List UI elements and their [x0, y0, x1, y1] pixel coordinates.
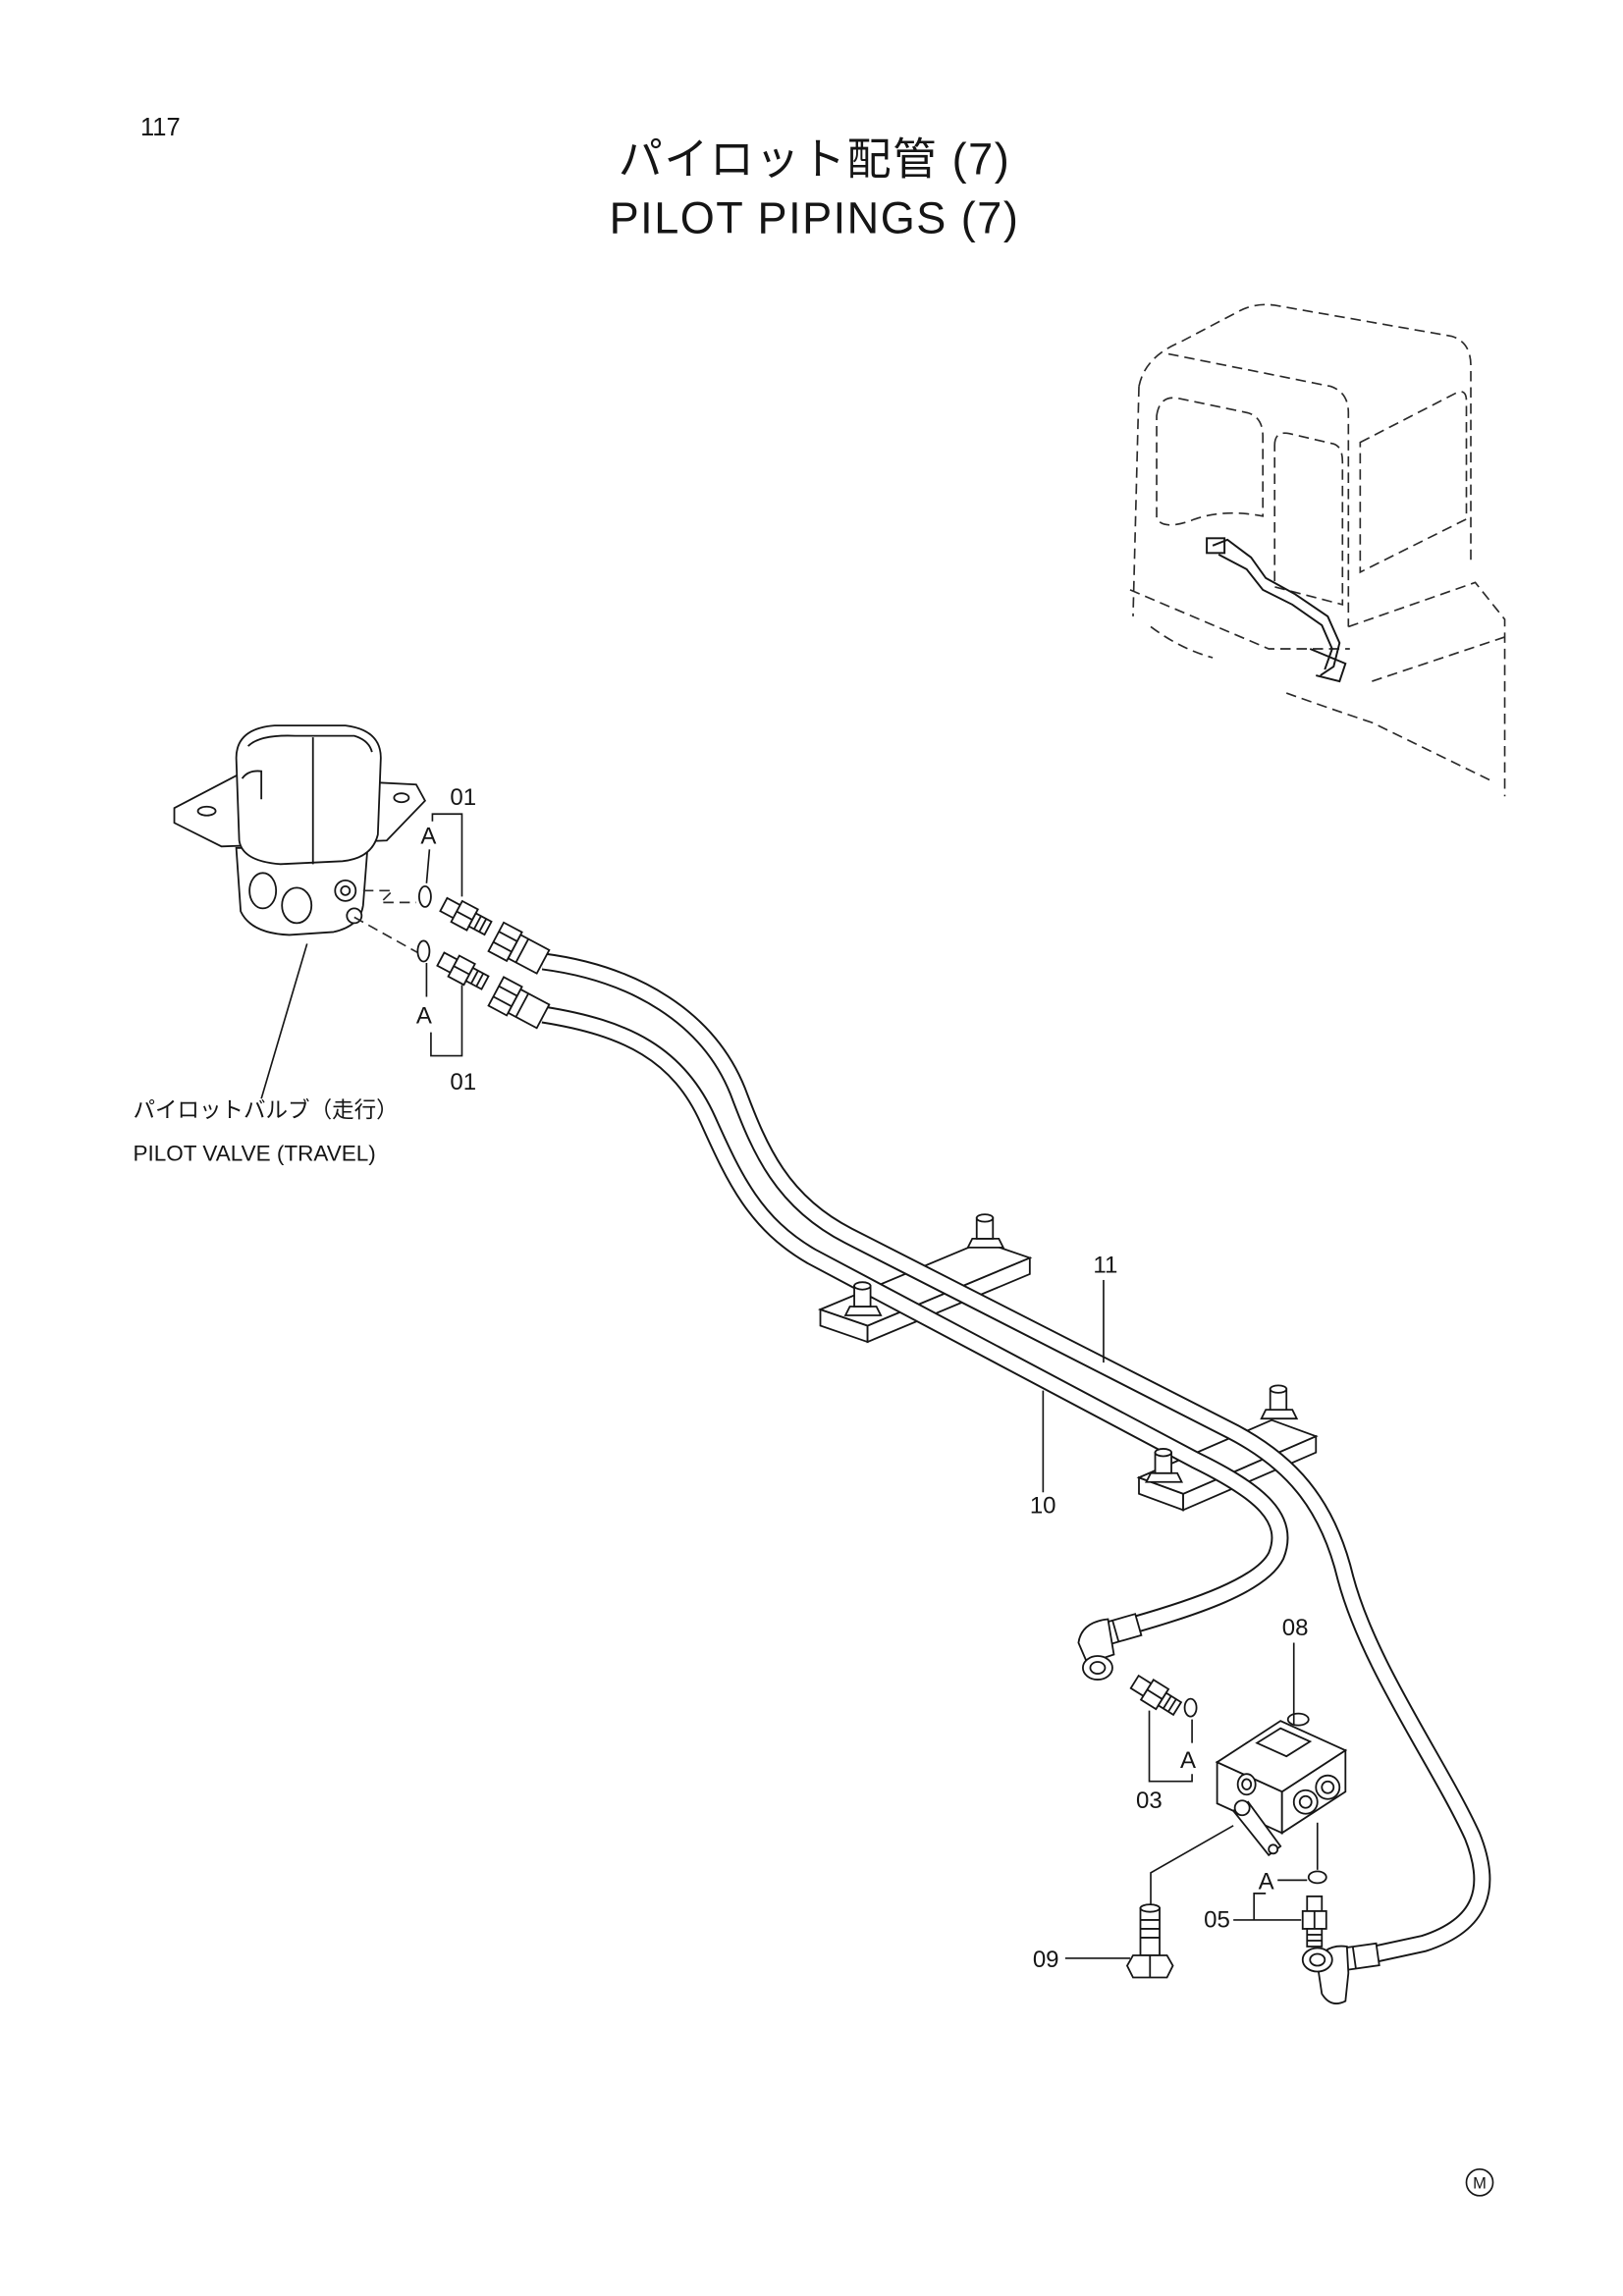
callout-A-bottom: A [416, 1003, 432, 1030]
page-title-english: PILOT PIPINGS (7) [610, 192, 1020, 242]
callout-A-05: A [1259, 1868, 1274, 1895]
page-number: 117 [140, 114, 181, 141]
clamp-bolt [1145, 1448, 1184, 1483]
o-ring-top [418, 884, 432, 908]
cab-pilot-piping-highlight [1206, 537, 1347, 683]
clamp-bolt [966, 1213, 1005, 1249]
o-ring-bottom [416, 939, 431, 963]
callout-01-bottom-bracket [430, 985, 463, 1057]
callout-09: 09 [1033, 1947, 1059, 1973]
pilot-valve-leader [260, 943, 308, 1099]
callout-05-bracket [1253, 1893, 1267, 1920]
adapter-fitting-03 [1129, 1674, 1183, 1717]
svg-text:M: M [1473, 2173, 1487, 2192]
callout-A-top: A [420, 823, 436, 849]
assembly-line-lower [353, 916, 418, 954]
circled-m-mark: M [1465, 2167, 1494, 2197]
callout-03: 03 [1136, 1788, 1163, 1814]
pilot-valve-travel [173, 724, 427, 936]
hose-end-nut-upper [487, 921, 551, 975]
page-title-japanese: パイロット配管 (7) [619, 133, 1010, 184]
pilot-valve-label-english: PILOT VALVE (TRAVEL) [133, 1141, 375, 1165]
hose-11 [541, 952, 1491, 1964]
callout-08: 08 [1282, 1615, 1309, 1641]
callout-10: 10 [1030, 1492, 1056, 1519]
cab-outline [1129, 303, 1506, 797]
callout-01-top-bracket [431, 813, 463, 897]
hose-10-elbow-end [1077, 1613, 1143, 1681]
hose-11-elbow-end [1301, 1942, 1380, 2004]
bolt-09 [1125, 1903, 1174, 1979]
callout-03-bracket [1148, 1710, 1193, 1783]
o-ring-05 [1307, 1870, 1327, 1885]
callout-05: 05 [1204, 1906, 1230, 1933]
callout-A-top-leader [425, 849, 431, 883]
adapter-fitting-01-top [439, 896, 493, 936]
clamp-bolt [843, 1281, 883, 1316]
hose-end-nut-lower [487, 976, 551, 1030]
hose-clamp-upper [817, 1240, 1033, 1344]
hose-10 [541, 1005, 1289, 1634]
adapter-fitting-01-bottom [436, 951, 490, 990]
clamp-bolt [1260, 1384, 1299, 1420]
pilot-valve-label-japanese: パイロットバルブ（走行） [133, 1098, 398, 1123]
bolt-09-assembly-line [1150, 1825, 1234, 1905]
callout-11: 11 [1093, 1252, 1117, 1278]
o-ring-03 [1183, 1697, 1198, 1718]
assembly-line-upper [362, 889, 416, 904]
adapter-fitting-05 [1301, 1895, 1327, 1948]
valve-block-08 [1215, 1712, 1348, 1857]
callout-01-top: 01 [450, 784, 476, 811]
callout-01-bottom: 01 [450, 1069, 476, 1095]
callout-A-03: A [1180, 1747, 1196, 1774]
